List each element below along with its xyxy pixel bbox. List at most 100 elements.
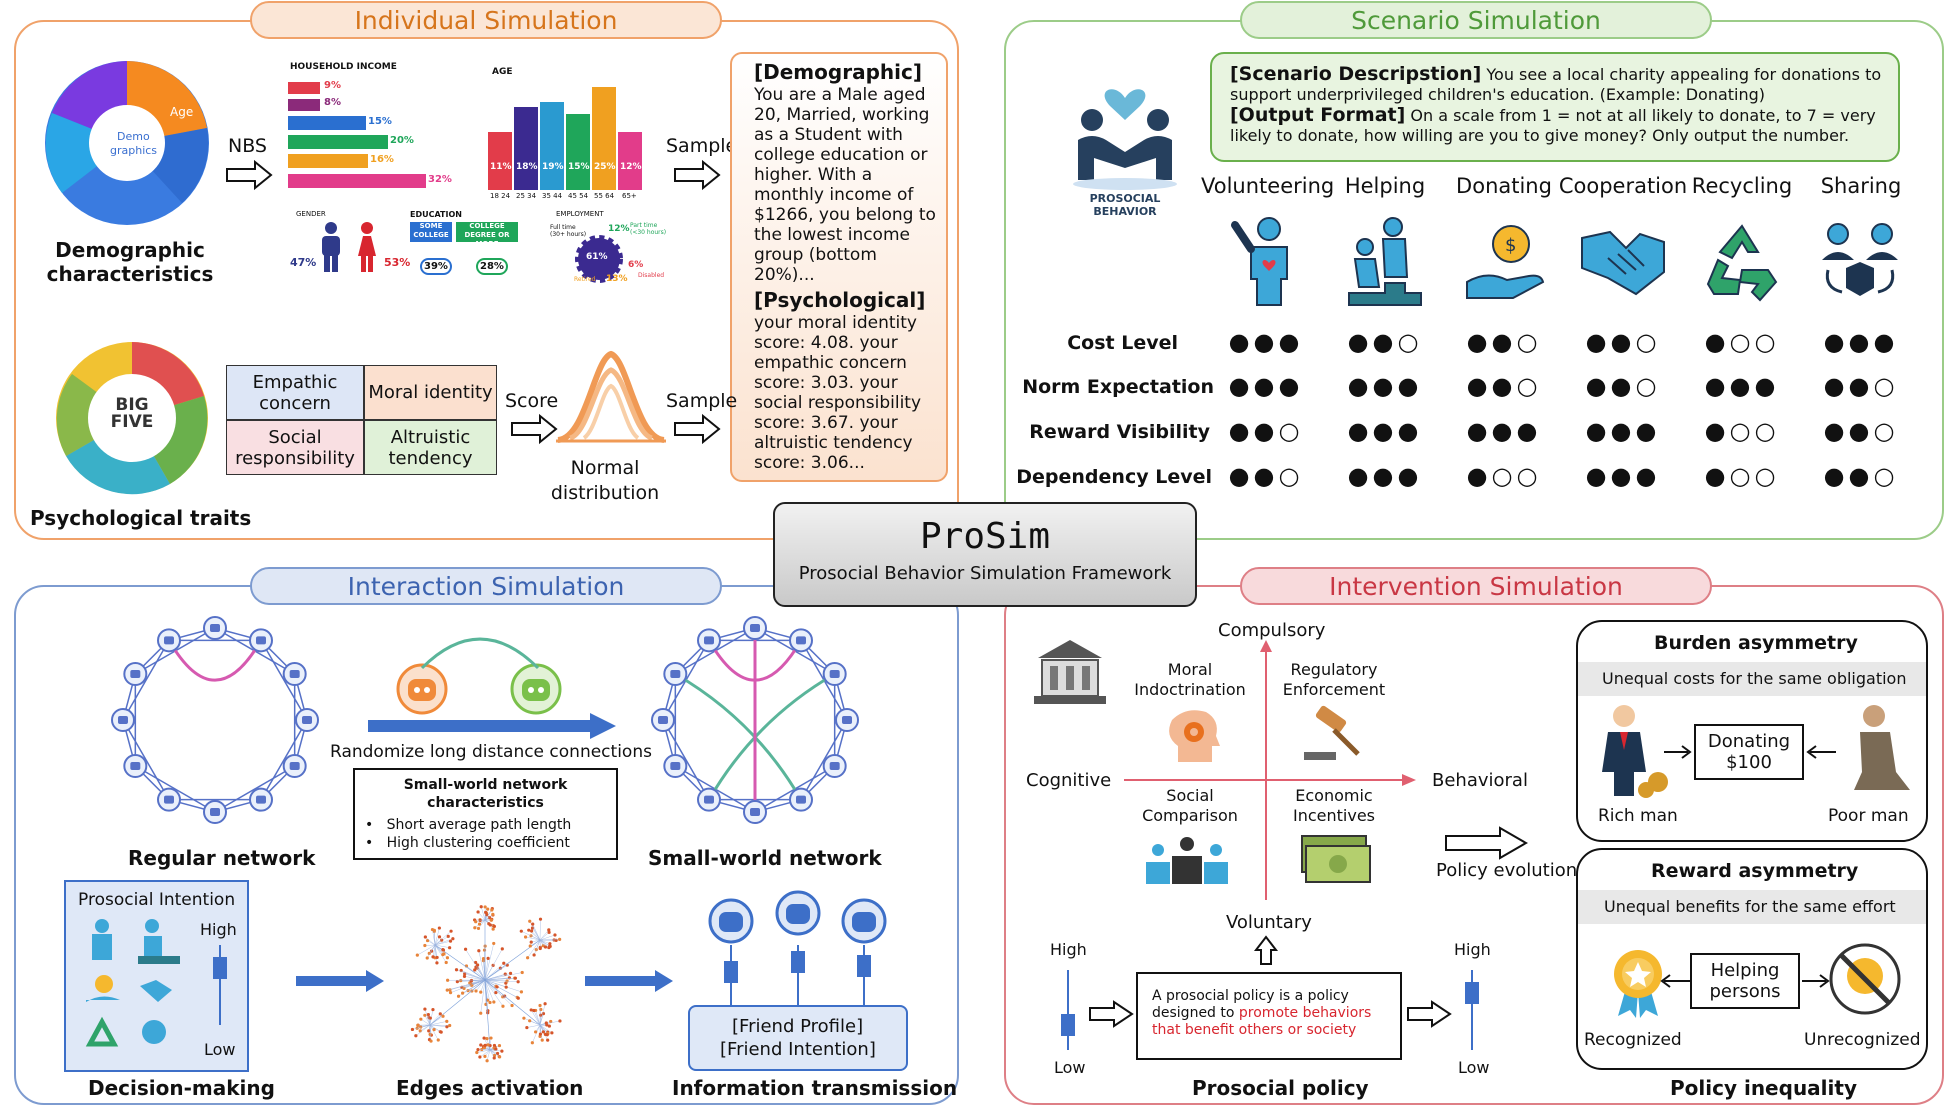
activated-edge [412,1024,431,1030]
graph-node [436,1038,440,1042]
activated-edge [420,1024,431,1032]
dots-cost-sharing: ●●● [1823,328,1899,356]
robot-node-icon [289,670,300,678]
female-icon [358,222,376,272]
activated-edge [539,1024,549,1034]
activated-edge [425,936,436,946]
info-label: Information transmission [672,1076,958,1100]
graph-node [492,1000,496,1004]
dots-reward-volunteering: ●●○ [1228,417,1304,445]
robot-node-icon [130,762,141,770]
robot-node-icon [829,762,840,770]
cluster-link [484,979,491,1051]
trait-empathic: Empathic concern [226,365,364,420]
activated-edge [539,1024,543,1041]
low-right: Low [1458,1058,1490,1077]
graph-node [480,1047,484,1052]
robot-node-icon [210,808,220,816]
graph-node [495,1051,500,1056]
graph-node [445,1019,449,1023]
robot-node-icon [670,670,681,678]
regular-network-label: Regular network [128,846,316,870]
emp-pct-3: 6% [628,260,644,270]
graph-node [538,1032,543,1036]
graph-node [501,1004,505,1008]
activated-edge [465,949,486,981]
edges-label: Edges activation [396,1076,584,1100]
dots-norm-cooperation: ●●○ [1585,372,1661,400]
robot-node-icon [164,795,174,804]
graph-node [446,978,450,982]
graph-node [441,1014,445,1018]
social-comparison-icon [1146,837,1228,884]
graph-node [489,1036,493,1040]
volunteering-icon [1231,217,1288,306]
graph-node [477,949,481,953]
network-long-edge [674,672,803,801]
graph-node [520,970,524,975]
activated-edge [539,939,551,947]
svg-text:$: $ [1505,235,1516,256]
activated-edge [434,944,443,955]
dots-dependency-cooperation: ●●● [1585,462,1661,490]
robot-node-icon [796,795,806,804]
activated-edge [474,969,486,981]
network-edge [662,719,710,801]
activated-edge [434,940,451,946]
graph-node [416,1023,420,1027]
randomize-arrow [368,713,616,739]
policy-inequality-label: Policy inequality [1670,1076,1857,1100]
graph-node [528,1019,532,1023]
activated-edge [429,1013,441,1026]
graph-node [445,956,450,960]
intention-high: High [200,920,237,939]
quadrant-regulatory: Regulatory Enforcement [1282,660,1386,699]
graph-node [532,1008,536,1013]
activated-edge [434,944,447,963]
activated-edge [539,1024,552,1033]
graph-node [432,928,436,932]
dim-cost-level: Cost Level [1067,332,1178,354]
robot-node-icon [842,716,852,724]
graph-node [530,929,534,933]
graph-node [527,928,531,932]
age-pct-4: 15% [568,162,590,172]
graph-node [519,990,524,994]
activated-edge [484,979,497,993]
gender-title: GENDER [296,210,326,218]
quadrant-moral: Moral Indoctrination [1134,660,1246,699]
activated-edge [424,1009,431,1026]
graph-node [423,1007,427,1011]
graph-node [500,1049,504,1053]
activated-edge [447,979,486,991]
individual-title: Individual Simulation [250,1,722,39]
income-pct-5: 16% [370,154,394,165]
dots-reward-donating: ●●● [1466,417,1542,445]
graph-node [484,910,488,914]
graph-node [485,1037,489,1041]
friend-robot-2-icon [775,890,821,936]
score-label: Score [505,390,559,412]
activated-edge [526,1024,541,1028]
friend-intention: [Friend Intention] [720,1039,876,1060]
edges-activation-graph [410,905,562,1063]
money-icon [1301,835,1371,883]
dots-cost-volunteering: ●●● [1228,328,1304,356]
framework-title: ProSim [919,516,1051,557]
graph-node [461,991,465,995]
graph-node [547,1024,551,1028]
graph-node [534,1030,538,1034]
activated-edge [533,1010,541,1026]
demographic-heading: [Demographic] [754,60,922,84]
activated-edge [484,909,492,921]
age-pct-3: 19% [542,162,564,172]
robot-orange-icon [396,663,448,715]
reward-subtitle: Unequal benefits for the same effort [1604,897,1896,916]
graph-node [445,988,449,992]
dots-norm-volunteering: ●●● [1228,372,1304,400]
activated-edge [478,919,486,929]
robot-node-icon [658,716,668,724]
slider-right [1465,970,1479,1050]
profile-card [730,52,948,482]
psychological-text: your moral identity score: 4.08. your em… [754,313,922,473]
